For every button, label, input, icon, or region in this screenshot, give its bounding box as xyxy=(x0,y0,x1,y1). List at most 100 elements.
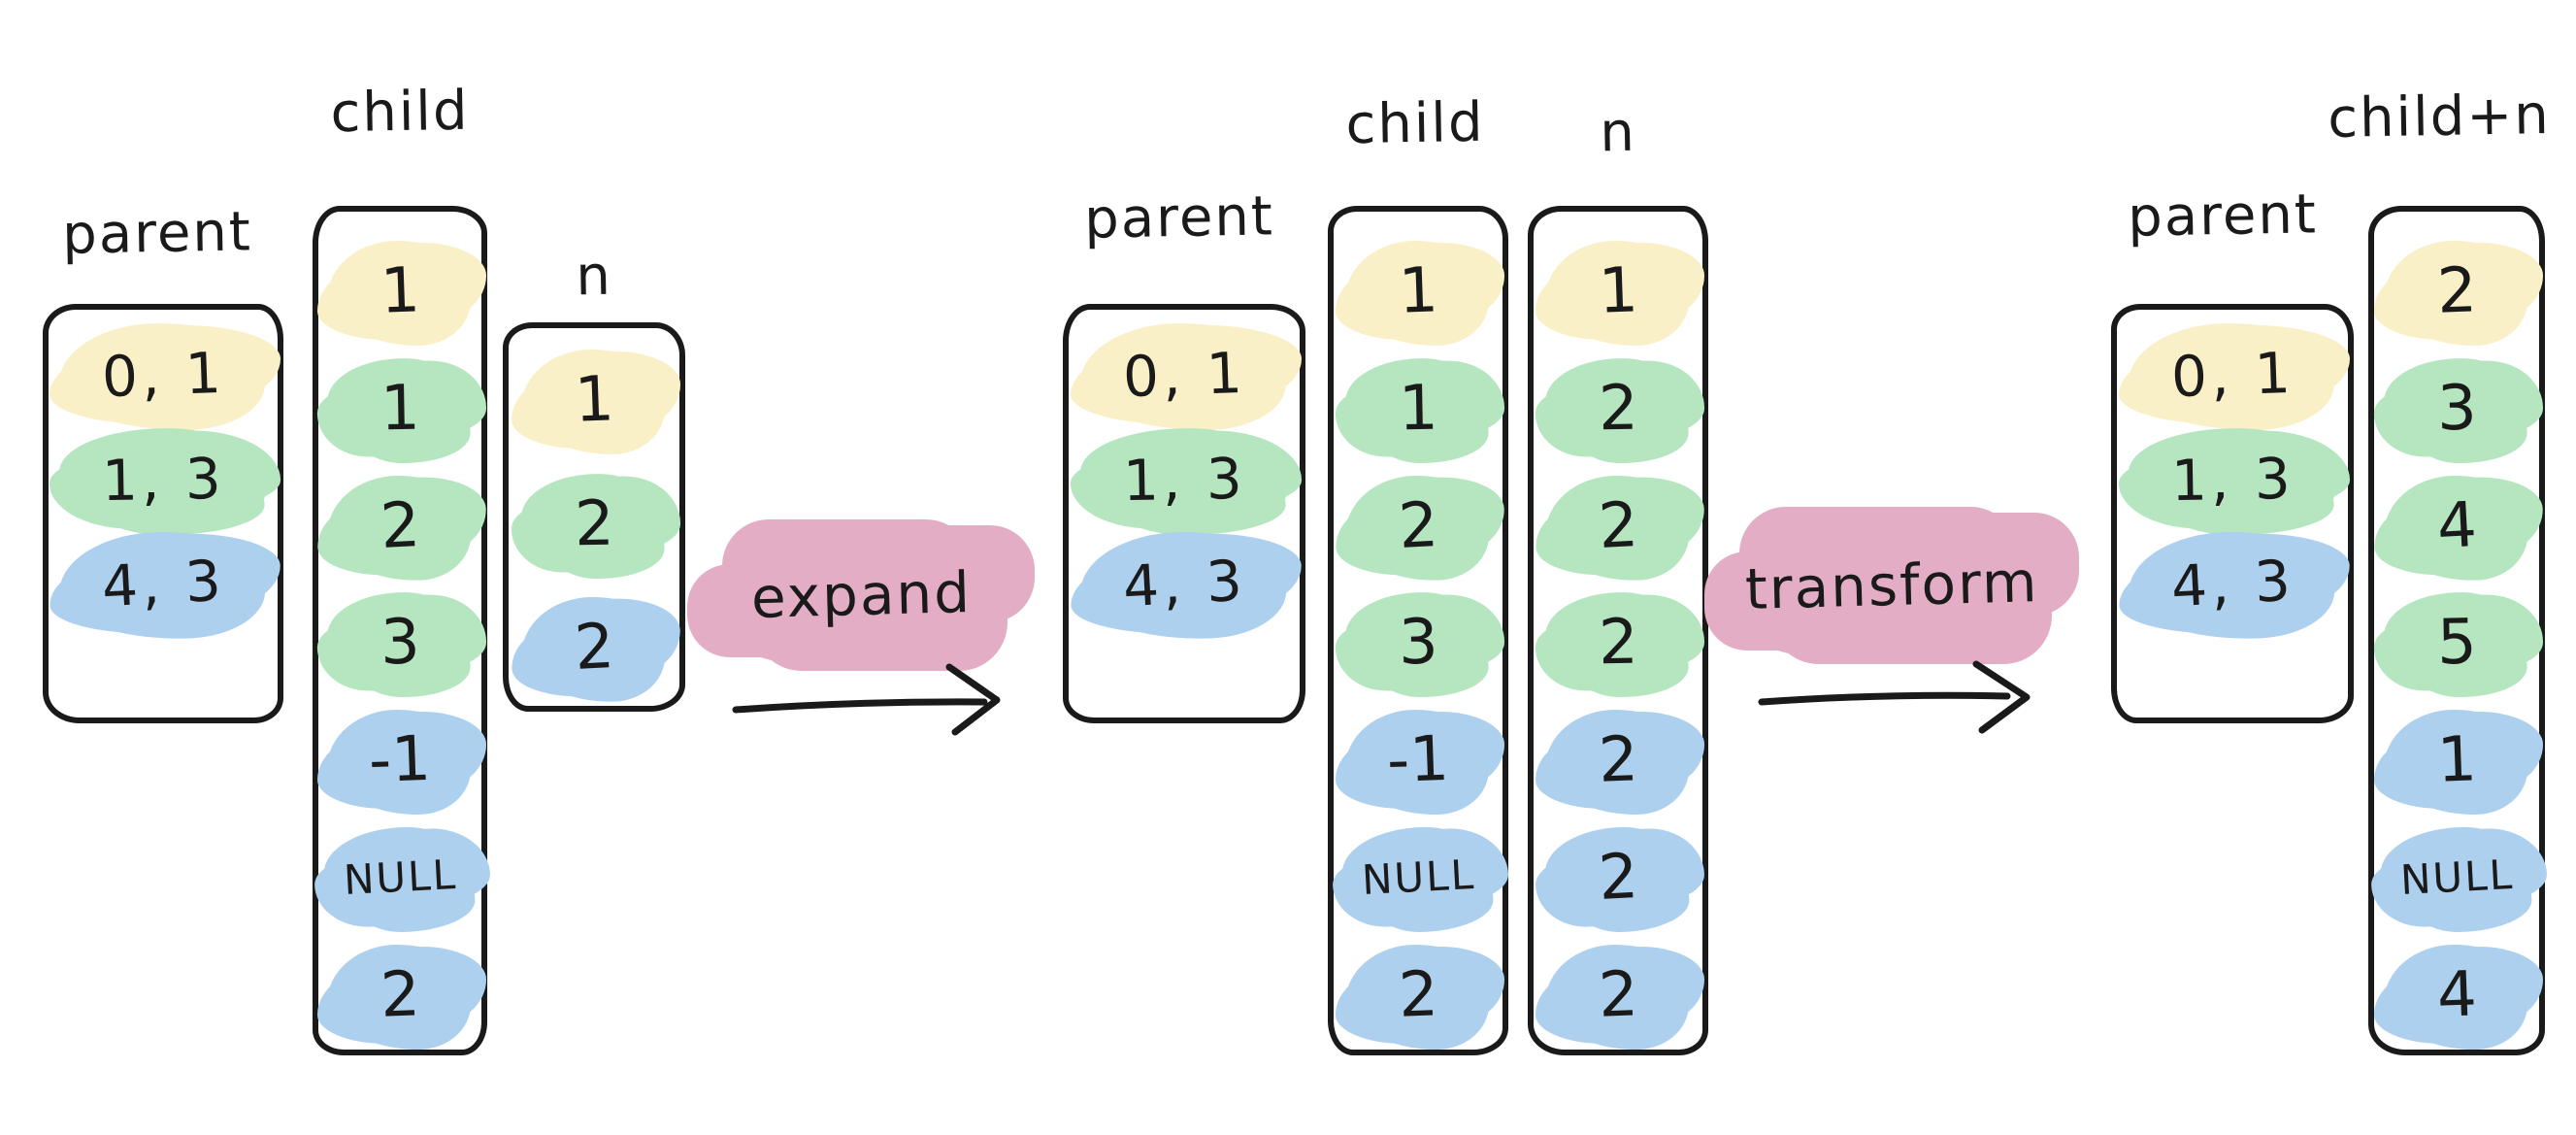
cell-blob: 4 xyxy=(2384,944,2529,1046)
column-label-parent: parent xyxy=(2127,183,2319,250)
cell-blob: 2 xyxy=(1545,710,1691,812)
cell-blob: 2 xyxy=(326,474,474,578)
cell-blob: -1 xyxy=(1345,710,1491,812)
cell-value: NULL xyxy=(2398,851,2515,905)
cell-blob: 1 xyxy=(1545,241,1691,342)
transform-arrow-line xyxy=(1758,691,2011,706)
cell-value: 3 xyxy=(1397,607,1439,680)
cell-value: 2 xyxy=(572,610,616,685)
cell-value: 4 xyxy=(2434,488,2479,563)
cell-value: 2 xyxy=(1597,607,1639,680)
cell-value: 2 xyxy=(1597,372,1639,446)
parent-column-box: 0, 1 1, 3 4, 3 xyxy=(1063,304,1305,723)
cell-blob: 2 xyxy=(1345,944,1491,1046)
expand-arrow-line xyxy=(732,698,988,714)
cell-blob: -1 xyxy=(327,710,473,812)
cell-value: 5 xyxy=(2435,607,2478,680)
cell-value: 4, 3 xyxy=(99,547,227,620)
cell-value: 2 xyxy=(1597,958,1639,1032)
cell-blob: NULL xyxy=(1340,825,1496,930)
cell-blob: 2 xyxy=(520,595,668,700)
cell-blob: 2 xyxy=(1544,356,1692,461)
cell-blob: NULL xyxy=(322,825,478,930)
cell-value: 2 xyxy=(1596,488,1640,563)
cell-value: -1 xyxy=(1385,723,1451,798)
cell-value: 2 xyxy=(573,487,615,560)
cell-value: 2 xyxy=(1396,488,1440,563)
cell-value: 0, 1 xyxy=(1121,339,1247,411)
cell-value: -1 xyxy=(367,723,433,798)
cell-blob: 1, 3 xyxy=(1079,425,1289,533)
cell-value: 4, 3 xyxy=(2168,547,2296,620)
cell-blob: 1 xyxy=(1344,356,1492,461)
cell-blob: 1, 3 xyxy=(2128,425,2337,533)
n-column-box: 1 2 2 2 2 2 2 xyxy=(1528,206,1708,1055)
column-label-parent: parent xyxy=(1083,184,1275,251)
cell-blob: 5 xyxy=(2383,591,2530,695)
cell-blob: 1 xyxy=(1345,241,1491,342)
cell-blob: 4, 3 xyxy=(2128,530,2337,637)
cell-value: 2 xyxy=(378,488,422,563)
cell-value: 1 xyxy=(573,363,615,437)
cell-blob: 2 xyxy=(2384,241,2529,342)
cell-blob: 3 xyxy=(1344,591,1492,695)
cell-blob: NULL xyxy=(2379,825,2534,930)
cell-value: 1, 3 xyxy=(1122,445,1246,514)
column-label-n: n xyxy=(575,244,613,309)
n-column-box: 1 2 2 xyxy=(503,322,685,712)
cell-value: 2 xyxy=(1597,723,1639,798)
cell-value: 2 xyxy=(1397,958,1439,1032)
cell-blob: 2 xyxy=(1545,944,1691,1046)
cell-value: 1, 3 xyxy=(101,445,225,514)
cell-value: 1 xyxy=(379,372,421,446)
transform-operation-blob: transform xyxy=(1737,517,2046,654)
cell-blob: 2 xyxy=(327,944,473,1046)
cell-value: 0, 1 xyxy=(2169,339,2295,411)
cell-blob: 1 xyxy=(2384,710,2529,812)
cell-blob: 2 xyxy=(1544,591,1692,695)
cell-value: 1 xyxy=(1397,372,1439,446)
parent-column-box: 0, 1 1, 3 4, 3 xyxy=(43,304,283,723)
transform-operation-label: transform xyxy=(1743,549,2040,622)
cell-blob: 2 xyxy=(520,472,668,576)
cell-value: 3 xyxy=(2435,372,2478,446)
cell-value: 1 xyxy=(2435,723,2478,798)
column-label-parent: parent xyxy=(61,200,253,267)
cell-blob: 3 xyxy=(326,591,474,695)
cell-value: 1 xyxy=(1597,254,1639,328)
cell-value: 2 xyxy=(379,958,421,1032)
cell-blob: 4, 3 xyxy=(1079,530,1289,637)
expand-operation-label: expand xyxy=(749,559,973,631)
cell-value: NULL xyxy=(342,851,458,905)
cell-value: 4, 3 xyxy=(1120,547,1248,620)
cell-blob: 4, 3 xyxy=(58,530,268,637)
cell-blob: 1 xyxy=(327,241,473,342)
cell-blob: 0, 1 xyxy=(1080,323,1288,426)
cell-blob: 1 xyxy=(521,350,667,451)
column-label-n: n xyxy=(1599,100,1637,165)
column-label-child-plus-n: child+n xyxy=(2327,83,2552,150)
cell-value: 2 xyxy=(1596,841,1640,916)
cell-value: 1 xyxy=(379,254,421,328)
parent-column-box: 0, 1 1, 3 4, 3 xyxy=(2111,304,2354,723)
cell-blob: 1, 3 xyxy=(58,425,268,533)
cell-blob: 1 xyxy=(326,356,474,461)
cell-blob: 0, 1 xyxy=(59,323,267,426)
cell-blob: 2 xyxy=(1544,825,1692,930)
cell-value: 4 xyxy=(2435,958,2478,1032)
cell-value: NULL xyxy=(1360,851,1476,905)
cell-blob: 2 xyxy=(1344,474,1492,578)
cell-value: 3 xyxy=(379,607,421,680)
cell-blob: 0, 1 xyxy=(2129,323,2336,426)
cell-value: 1, 3 xyxy=(2170,445,2295,514)
expand-operation-blob: expand xyxy=(720,529,1002,661)
cell-value: 0, 1 xyxy=(100,339,226,411)
column-label-child: child xyxy=(1344,90,1486,157)
cell-value: 2 xyxy=(2435,254,2478,328)
transform-arrow-head xyxy=(1972,660,2031,734)
cell-blob: 2 xyxy=(1544,474,1692,578)
